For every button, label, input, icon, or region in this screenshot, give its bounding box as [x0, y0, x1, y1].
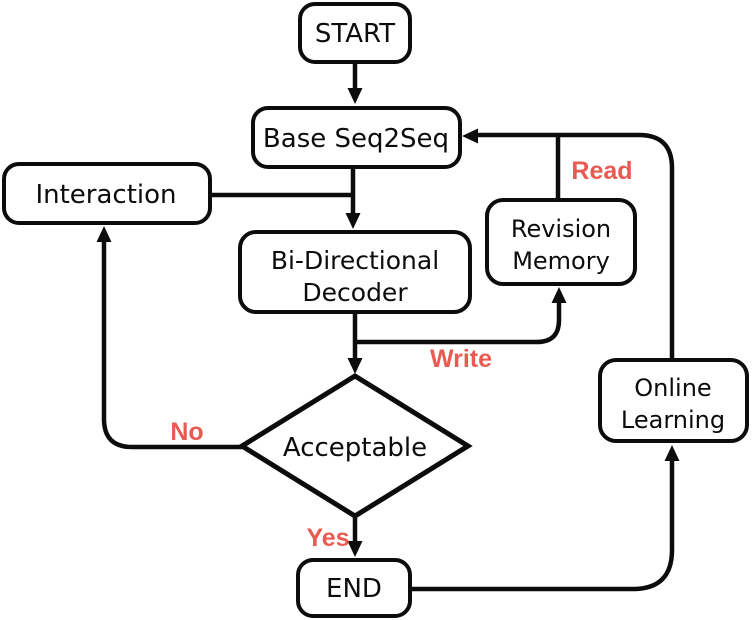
base-seq2seq-label: Base Seq2Seq	[263, 124, 449, 154]
revision-memory-label-line2: Memory	[512, 247, 610, 275]
interaction-label: Interaction	[35, 180, 176, 210]
node-start: START	[298, 2, 412, 64]
start-box	[298, 2, 412, 64]
node-end: END	[296, 558, 412, 618]
decoder-label-line1: Bi-Directional	[271, 246, 439, 275]
acceptable-label: Acceptable	[283, 433, 427, 463]
online-learning-label-line2: Learning	[621, 406, 725, 434]
node-acceptable: Acceptable	[237, 373, 473, 519]
edge-labels: Read Write No Yes	[170, 157, 632, 552]
edge-end-to-online	[410, 459, 675, 592]
online-learning-box	[598, 358, 749, 443]
edge-write-to-memory	[355, 301, 562, 345]
arrowhead-decoder-to-acceptable	[347, 358, 363, 374]
arrowhead-end-to-online	[664, 445, 680, 461]
edge-online-to-base	[477, 132, 675, 360]
node-bidirectional-decoder: Bi-Directional Decoder	[238, 230, 472, 314]
decoder-label-line2: Decoder	[302, 278, 408, 307]
online-learning-label-line1: Online	[634, 374, 711, 402]
decoder-box	[238, 230, 472, 314]
node-base-seq2seq: Base Seq2Seq	[251, 106, 462, 169]
arrowhead-start-to-base	[347, 88, 363, 104]
write-label: Write	[430, 345, 492, 373]
arrowhead-base-to-decoder	[345, 213, 361, 229]
arrowhead-write-to-memory	[551, 287, 567, 303]
revision-memory-box	[485, 198, 637, 286]
interaction-box	[2, 162, 212, 225]
edge-no-to-interaction	[101, 240, 242, 450]
arrowhead-yes-to-end	[347, 541, 363, 557]
arrowhead-into-base	[462, 128, 478, 144]
end-box	[296, 558, 412, 618]
acceptable-diamond	[237, 373, 473, 519]
end-label: END	[326, 574, 382, 604]
yes-label: Yes	[306, 524, 349, 552]
arrowhead-no-to-interaction	[96, 226, 112, 242]
base-seq2seq-box	[251, 106, 462, 169]
revision-memory-label-line1: Revision	[511, 215, 611, 243]
edges	[96, 62, 680, 592]
node-revision-memory: Revision Memory	[485, 198, 637, 286]
no-label: No	[170, 418, 203, 446]
node-interaction: Interaction	[2, 162, 212, 225]
node-online-learning: Online Learning	[598, 358, 749, 443]
read-label: Read	[571, 157, 632, 185]
start-label: START	[315, 19, 395, 49]
